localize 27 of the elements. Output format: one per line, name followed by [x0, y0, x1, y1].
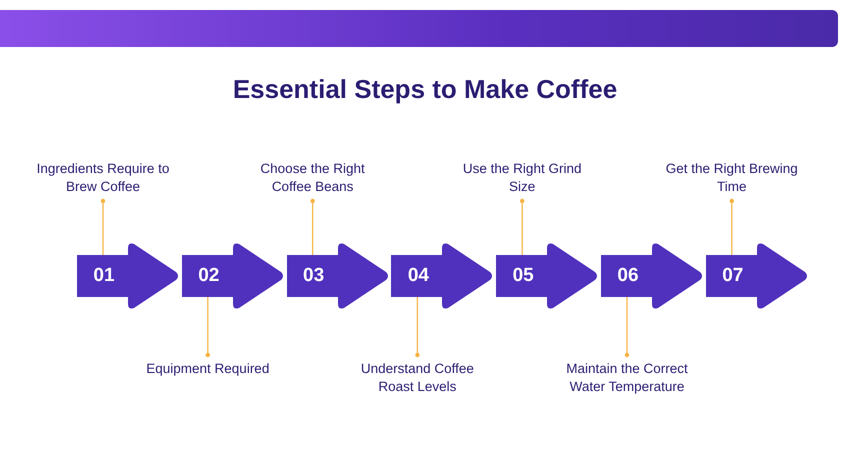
step-label: Get the Right Brewing Time	[664, 160, 799, 196]
step-number: 01	[92, 266, 116, 286]
step-number: 06	[616, 266, 640, 286]
leader-line	[624, 297, 630, 358]
arrow-shape	[286, 242, 391, 310]
leader-line	[415, 297, 420, 358]
step-number: 04	[406, 266, 430, 286]
step-label: Use the Right Grind Size	[455, 160, 590, 196]
step-label: Understand Coffee Roast Levels	[350, 360, 484, 396]
arrow-shape	[601, 242, 705, 310]
leader-line	[100, 198, 106, 255]
step-number: 02	[197, 266, 220, 286]
arrow-shape	[706, 242, 810, 310]
step-number: 07	[721, 266, 744, 286]
step-number: 03	[302, 266, 326, 286]
arrow-shape	[77, 242, 181, 310]
step-label: Maintain the Correct Water Temperature	[560, 360, 694, 396]
step-label: Choose the Right Coffee Beans	[246, 160, 380, 196]
leader-line	[206, 297, 210, 358]
title: Essential Steps to Make Coffee	[232, 74, 618, 105]
leader-line	[730, 198, 734, 255]
step-label: Ingredients Require to Brew Coffee	[36, 160, 170, 196]
step-number: 05	[512, 266, 535, 286]
step-label: Equipment Required	[140, 360, 275, 378]
leader-line	[310, 198, 315, 255]
leader-line	[520, 198, 524, 255]
arrow-shape	[182, 242, 286, 310]
